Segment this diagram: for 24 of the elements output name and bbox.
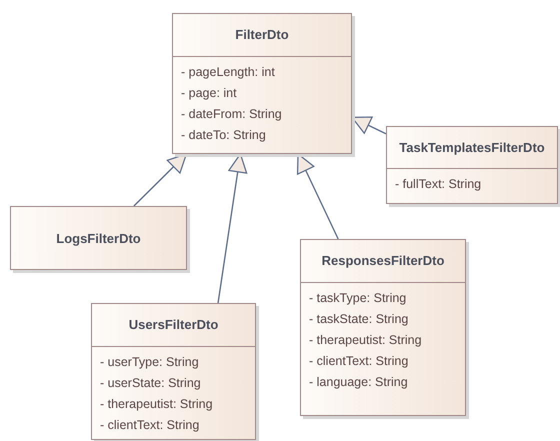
attribute-text: - therapeutist: String bbox=[309, 332, 422, 349]
class-name: UsersFilterDto bbox=[128, 316, 218, 334]
class-box bbox=[300, 239, 466, 416]
class-name: TaskTemplatesFilterDto bbox=[399, 138, 545, 157]
attribute-text: - taskState: String bbox=[309, 311, 408, 328]
class-name: ResponsesFilterDto bbox=[322, 252, 444, 270]
attribute-text: - clientText: String bbox=[100, 417, 200, 434]
attribute-text: - therapeutist: String bbox=[100, 396, 213, 413]
attribute-text: - fullText: String bbox=[395, 176, 482, 193]
class-box bbox=[172, 13, 352, 154]
attribute-text: - dateFrom: String bbox=[181, 106, 282, 123]
attribute-text: - userState: String bbox=[100, 375, 201, 392]
attribute-text: - pageLength: int bbox=[181, 64, 275, 81]
attribute-text: - dateTo: String bbox=[181, 127, 266, 144]
class-box bbox=[10, 206, 187, 270]
attribute-text: - clientText: String bbox=[309, 353, 408, 370]
attribute-text: - page: int bbox=[181, 85, 237, 102]
class-name: LogsFilterDto bbox=[56, 230, 141, 248]
attribute-text: - userType: String bbox=[100, 354, 199, 371]
class-name: FilterDto bbox=[235, 26, 289, 44]
class-box bbox=[386, 126, 558, 204]
class-box bbox=[91, 303, 256, 440]
attribute-text: - taskType: String bbox=[309, 290, 406, 307]
attribute-text: - language: String bbox=[309, 374, 408, 391]
